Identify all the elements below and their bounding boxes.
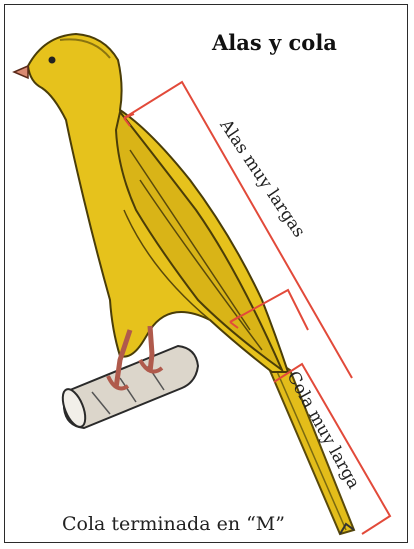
bird-beak — [14, 66, 28, 78]
tail-tip-caption: Cola terminada en “M” — [62, 513, 285, 535]
diagram-title: Alas y cola — [212, 30, 337, 55]
bird-body — [14, 34, 288, 372]
bird-eye — [49, 57, 56, 64]
